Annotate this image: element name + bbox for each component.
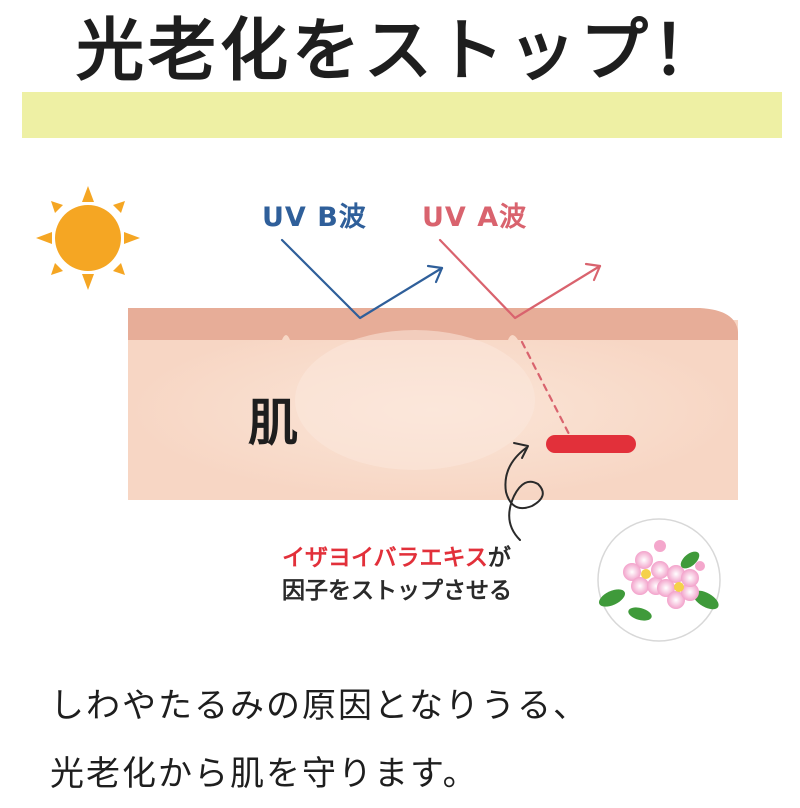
uvb-label: UV B波 xyxy=(262,202,367,233)
curved-arrow-icon xyxy=(504,442,544,541)
extract-note: イザヨイバラエキスが 因子をストップさせる xyxy=(282,542,582,609)
skin-label: 肌 xyxy=(248,394,298,452)
bottom-line-2: 光老化から肌を守ります。 xyxy=(50,754,479,794)
uva-label: UV A波 xyxy=(422,202,528,233)
bottom-line-1: しわやたるみの原因となりうる、 xyxy=(50,686,589,726)
uvb-arrow xyxy=(280,238,444,320)
skin-layer xyxy=(128,308,738,500)
bottom-text: しわやたるみの原因となりうる、 光老化から肌を守ります。 xyxy=(50,672,770,808)
rose-flower-icon xyxy=(597,518,721,642)
note-line-2: 因子をストップさせる xyxy=(282,578,512,605)
title-highlight xyxy=(22,92,782,138)
uva-arrow xyxy=(438,238,602,438)
factor-bar xyxy=(546,435,636,453)
note-particle: が xyxy=(487,545,511,571)
page-title: 光老化をストップ！ xyxy=(75,12,724,91)
extract-name: イザヨイバラエキス xyxy=(282,545,488,571)
note-line-1: イザヨイバラエキスが xyxy=(282,542,582,575)
sun-icon xyxy=(36,186,140,290)
